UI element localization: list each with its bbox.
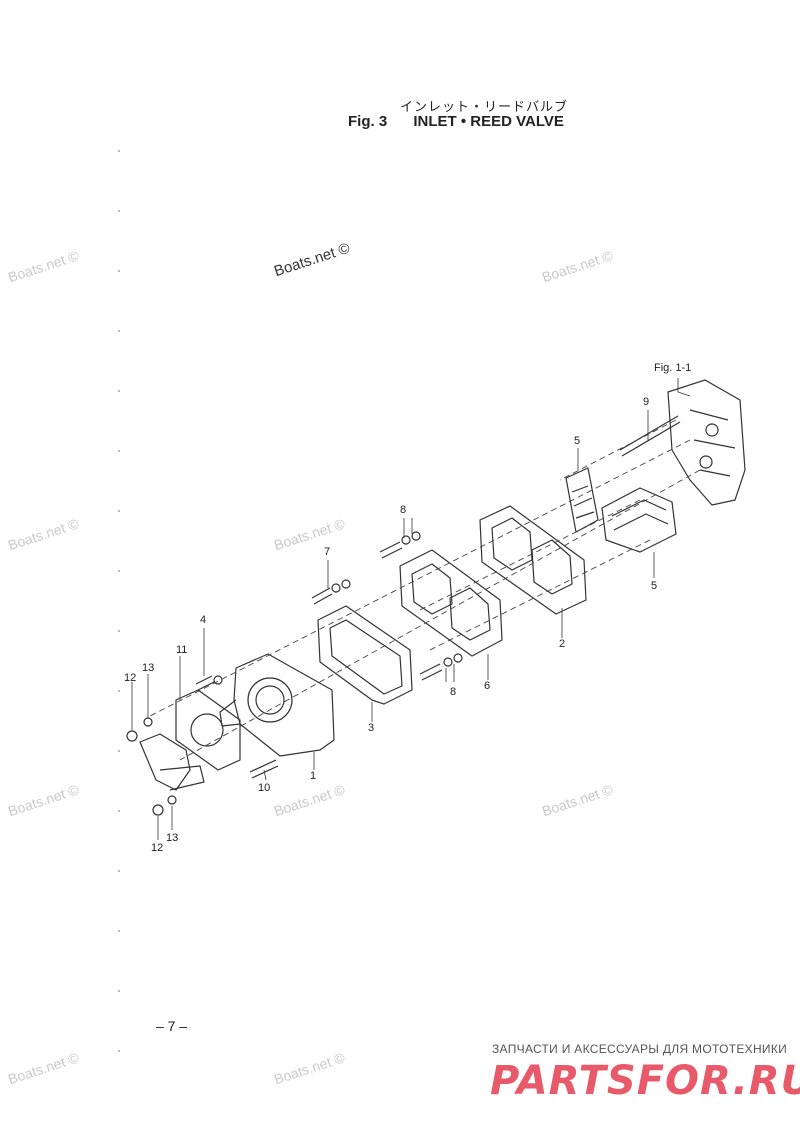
part-label-7: 7 — [324, 546, 331, 558]
figure-title: Fig. 3 INLET • REED VALVE — [348, 113, 564, 130]
linkage-part — [139, 733, 191, 791]
engine-block-outline — [667, 379, 746, 506]
ad-logo: PARTSFOR.RU — [490, 1058, 800, 1104]
part-label-12: 12 — [124, 672, 137, 684]
nut-12-lower — [152, 804, 164, 816]
part-label-1: 1 — [310, 770, 317, 782]
inlet-manifold-1 — [233, 653, 335, 757]
gasket-2 — [479, 505, 587, 615]
screw-4 — [195, 675, 215, 691]
ad-tagline: ЗАПЧАСТИ И АКСЕССУАРЫ ДЛЯ МОТОТЕХНИКИ — [492, 1042, 788, 1056]
reed-valve-5-upper — [565, 467, 599, 533]
part-label-12: 12 — [151, 842, 164, 854]
part-label-4: 4 — [200, 614, 207, 626]
screw-7 — [311, 587, 333, 605]
part-label-13: 13 — [166, 832, 179, 844]
part-label-11: 11 — [176, 644, 188, 656]
part-label-13: 13 — [142, 662, 155, 674]
reference-label: Fig. 1-1 — [654, 362, 692, 374]
screw-8-upper — [379, 541, 403, 559]
stud-10 — [249, 759, 279, 779]
part-label-3: 3 — [368, 722, 375, 734]
screw-8-lower — [419, 663, 443, 681]
part-label-2: 2 — [559, 638, 566, 650]
part-label-9: 9 — [643, 396, 650, 408]
part-label-8: 8 — [450, 686, 457, 698]
page-number: – 7 – — [156, 1018, 188, 1034]
washer-13-upper — [143, 717, 153, 727]
scan-edge-dots — [118, 150, 120, 1070]
part-label-8: 8 — [400, 504, 407, 516]
part-label-6: 6 — [484, 680, 491, 692]
gasket-3 — [317, 605, 413, 705]
part-label-5: 5 — [574, 435, 581, 447]
reed-plate-6 — [399, 549, 503, 657]
figure-number: Fig. 3 — [348, 113, 388, 130]
figure-title-text: INLET • REED VALVE — [413, 113, 564, 130]
gasket-11 — [175, 689, 241, 771]
reed-valve-5-lower — [601, 487, 677, 553]
part-label-10: 10 — [258, 782, 271, 794]
washer-13-lower — [167, 795, 177, 805]
nut-12-upper — [126, 730, 138, 742]
part-label-5: 5 — [651, 580, 658, 592]
title-japanese: インレット・リードバルブ — [400, 100, 569, 115]
